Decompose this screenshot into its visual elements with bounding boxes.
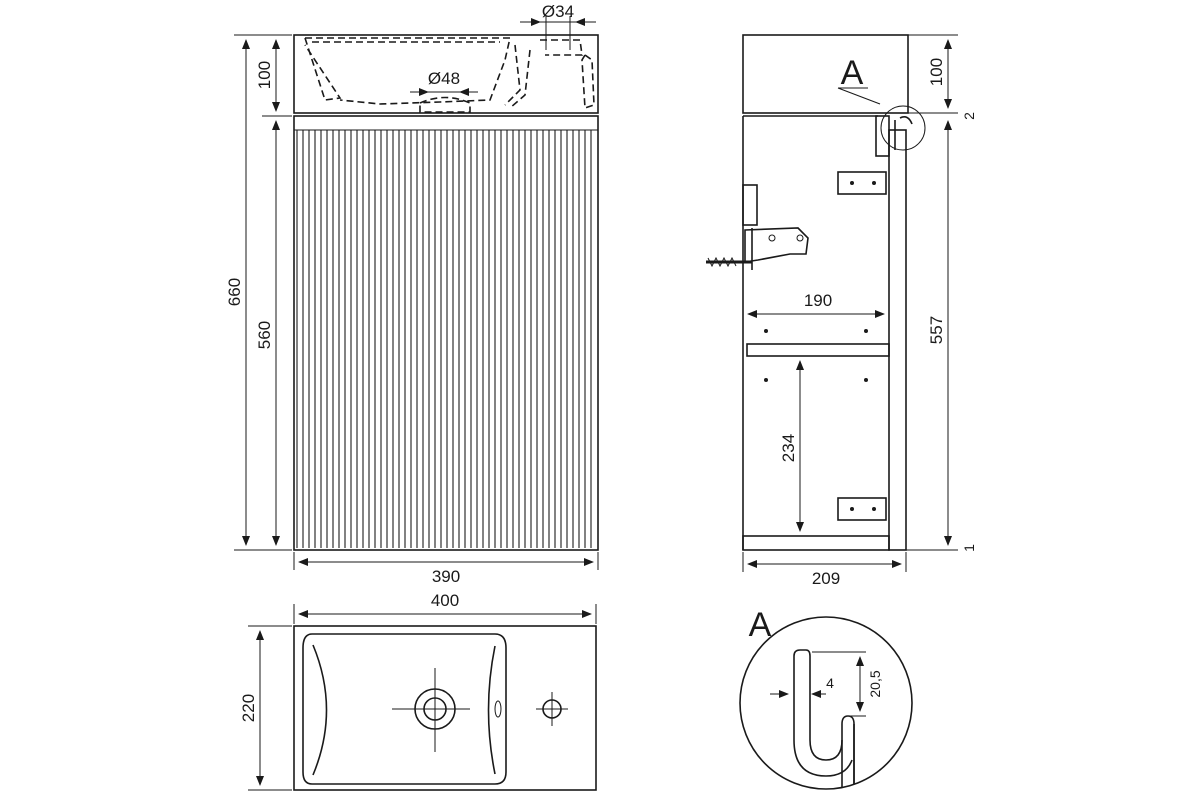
ref-mark-1: 1 xyxy=(961,544,977,552)
shelf xyxy=(746,343,890,357)
hook-bracket xyxy=(875,115,890,157)
cabinet-front-outline xyxy=(293,115,599,551)
detail-circle xyxy=(739,616,913,790)
mount-plate-top xyxy=(837,171,887,195)
side-depth-label: 209 xyxy=(812,569,840,588)
detail-thickness-label: 4 xyxy=(826,675,834,691)
front-width-label: 390 xyxy=(432,567,460,586)
basin-top-outline xyxy=(293,625,597,791)
side-right-height-label: 557 xyxy=(927,316,946,344)
top-width-label: 400 xyxy=(431,591,459,610)
detail-a: A 4 20,5 xyxy=(739,606,913,790)
inner-depth-label: 190 xyxy=(804,291,832,310)
detail-height-label: 20,5 xyxy=(867,670,883,697)
cabinet-bottom xyxy=(742,535,890,551)
front-height-dims: 660 100 560 xyxy=(225,34,292,551)
fluted-door xyxy=(296,130,596,548)
hook-profile xyxy=(793,649,855,789)
drain-dim-label: Ø48 xyxy=(428,69,460,88)
basin-height-label: 100 xyxy=(255,61,274,89)
tap-hole-dim: Ø34 xyxy=(520,2,596,50)
mount-plate-bottom xyxy=(837,497,887,521)
detail-label: A xyxy=(749,606,772,644)
top-depth-label: 220 xyxy=(239,694,258,722)
tap-hole-dim-label: Ø34 xyxy=(542,2,574,21)
detail-callout-circle xyxy=(880,105,926,151)
hanger-bracket xyxy=(744,227,809,263)
basin-side-outline xyxy=(742,34,909,114)
front-view: Ø34 Ø48 660 100 560 xyxy=(225,2,599,586)
wall-bracket xyxy=(742,184,758,226)
total-height-label: 660 xyxy=(225,278,244,306)
screw xyxy=(706,256,752,268)
back-panel xyxy=(888,129,907,551)
top-view: 400 220 xyxy=(239,591,597,791)
basin-front-outline xyxy=(293,34,599,114)
basin-hidden-lines xyxy=(304,37,595,113)
front-width-dim: 390 xyxy=(293,552,599,586)
bowl-outline xyxy=(302,633,507,785)
drain-dim: Ø48 xyxy=(410,69,478,96)
ref-mark-2: 2 xyxy=(961,112,977,120)
shelf-gap-label: 234 xyxy=(779,434,798,462)
detail-callout-label: A xyxy=(841,54,864,92)
side-top-height-label: 100 xyxy=(927,58,946,86)
cabinet-height-label: 560 xyxy=(255,321,274,349)
drain-hole xyxy=(392,668,470,752)
tap-hole xyxy=(536,692,568,726)
side-view: A 190 234 100 557 xyxy=(706,34,977,588)
